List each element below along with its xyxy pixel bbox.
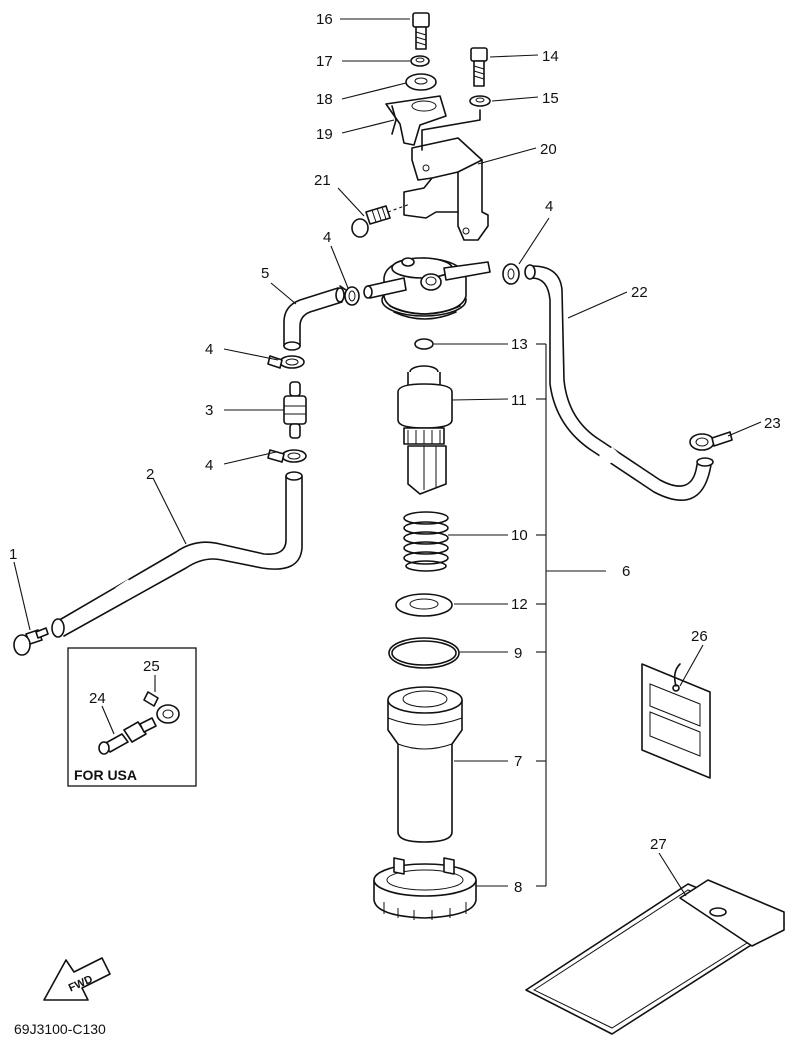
callout-17: 17 [316, 53, 333, 70]
callout-12: 12 [511, 596, 528, 613]
part-11-element [397, 365, 453, 495]
part-13-o-ring [414, 338, 434, 350]
callout-2: 2 [146, 466, 154, 483]
part-26-tag [641, 663, 711, 779]
fwd-arrow: FWD [43, 957, 111, 1001]
part-12-gasket [395, 593, 453, 617]
callout-21: 21 [314, 172, 331, 189]
callout-4-head-left: 4 [323, 229, 331, 246]
part-25-clip [143, 691, 180, 724]
callout-6: 6 [622, 563, 630, 580]
callout-3: 3 [205, 402, 213, 419]
callout-19: 19 [316, 126, 333, 143]
part-21-screw [351, 203, 411, 238]
callout-5: 5 [261, 265, 269, 282]
part-9-o-ring [388, 637, 460, 669]
callout-15: 15 [542, 90, 559, 107]
callout-7: 7 [514, 753, 522, 770]
part-4-clip-head-right [502, 263, 520, 285]
diagram-code: 69J3100-C130 [14, 1021, 106, 1037]
part-24-joint [98, 717, 157, 755]
part-4-clip-upper-left [267, 355, 305, 369]
callout-13: 13 [511, 336, 528, 353]
for-usa-inset: FOR USA [67, 647, 197, 787]
filter-head [363, 257, 491, 320]
callout-18: 18 [316, 91, 333, 108]
callout-27: 27 [650, 836, 667, 853]
part-20-bracket [403, 109, 489, 241]
callout-26: 26 [691, 628, 708, 645]
callout-22: 22 [631, 284, 648, 301]
leader-lines [13, 18, 762, 897]
part-17-washer [410, 55, 430, 67]
callout-labels: 16 17 18 19 14 15 20 21 4 4 5 22 4 3 4 2… [9, 11, 781, 896]
part-6-bracket-line [536, 343, 606, 887]
part-4-clip-head-left [339, 285, 360, 306]
callout-11: 11 [511, 392, 527, 409]
part-22-hose [524, 264, 714, 501]
callout-20: 20 [540, 141, 557, 158]
part-8-ring-nut [373, 857, 477, 920]
callout-4-lower-left: 4 [205, 457, 213, 474]
callout-16: 16 [316, 11, 333, 28]
callout-10: 10 [511, 527, 528, 544]
callout-25: 25 [143, 658, 160, 675]
part-10-spring [403, 511, 449, 572]
part-18-washer [405, 73, 437, 91]
callout-14: 14 [542, 48, 559, 65]
callout-4-top-right: 4 [545, 198, 553, 215]
callout-23: 23 [764, 415, 781, 432]
part-14-bolt [470, 47, 488, 87]
part-2-hose [51, 471, 303, 638]
part-16-bolt [412, 12, 430, 50]
part-7-filter-cup [387, 686, 463, 843]
callout-4-upper-left: 4 [205, 341, 213, 358]
callout-9: 9 [514, 645, 522, 662]
callout-1: 1 [9, 546, 17, 563]
part-15-washer [469, 95, 491, 107]
part-4-clip-lower-left [267, 449, 307, 463]
callout-24: 24 [89, 690, 106, 707]
inset-label: FOR USA [74, 767, 137, 783]
part-5-hose [283, 287, 345, 351]
part-1-plug [13, 627, 49, 656]
part-19-clip-plate [385, 95, 447, 146]
part-3-joint [283, 381, 307, 439]
part-27-bag [525, 879, 785, 1035]
callout-8: 8 [514, 879, 522, 896]
part-23-clip [689, 431, 733, 451]
